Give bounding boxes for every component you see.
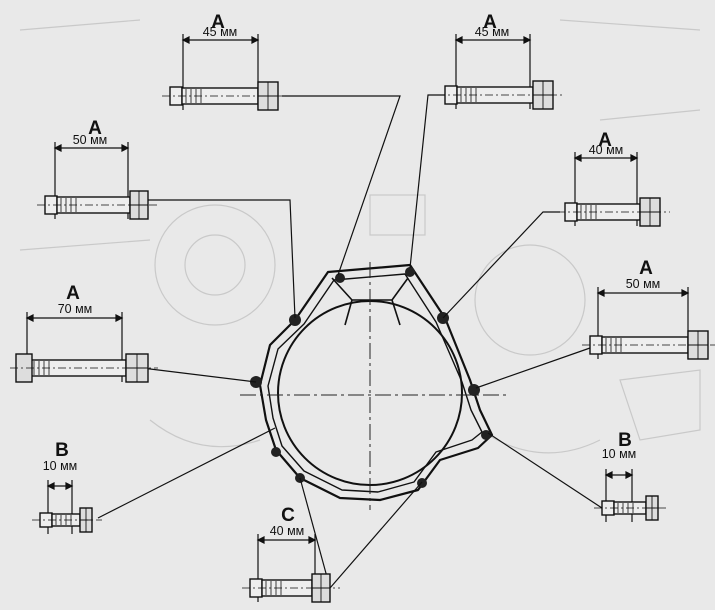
bolt-callout-b2: A45 мм [437,12,563,110]
bolt-callout-b3: A50 мм [37,118,158,220]
bolt-type-letter: C [281,505,295,526]
bolt-length-label: 70 мм [58,302,93,316]
bolt-drawing [557,197,670,227]
bolt-callout-b4: A40 мм [557,130,670,227]
background-ghost-art [19,19,701,454]
bellhousing-centerlines [240,262,510,510]
bolt-length-label: 50 мм [626,277,661,291]
bolt-drawing [582,330,715,360]
leader-lines [97,94,606,589]
bolt-length-label: 45 мм [475,25,510,39]
bolt-drawing [37,190,158,220]
bolt-drawing [162,81,288,111]
bolt-type-letter: A [639,258,653,279]
bolt-type-letter: A [483,12,497,33]
bolt-type-letter: A [211,12,225,33]
bolt-length-label: 10 мм [43,459,78,473]
bolt-callout-b1: A45 мм [162,12,288,111]
bolt-callout-b8: B10 мм [594,430,668,522]
bolt-drawing [10,353,158,383]
bolt-drawing [437,80,563,110]
bolt-length-label: 40 мм [589,143,624,157]
bolt-callout-b6: A50 мм [582,258,715,360]
bolt-drawing [242,573,340,603]
bolt-type-letter: A [88,118,102,139]
bolt-drawing [32,507,102,533]
bolt-type-letter: B [618,430,632,451]
bolt-type-letter: A [598,130,612,151]
bolt-drawing [594,495,668,521]
bolt-length-label: 45 мм [203,25,238,39]
bolt-length-label: 50 мм [73,133,108,147]
housing-bolt-points [250,267,491,488]
bolt-length-label: 10 мм [602,447,637,461]
bolt-type-letter: B [55,440,69,461]
bolt-callout-b5: A70 мм [10,283,158,383]
bolt-length-label: 40 мм [270,524,305,538]
bolt-callout-b9: C40 мм [242,505,340,603]
bolt-type-letter: A [66,283,80,304]
bolt-callout-b7: B10 мм [32,440,102,534]
